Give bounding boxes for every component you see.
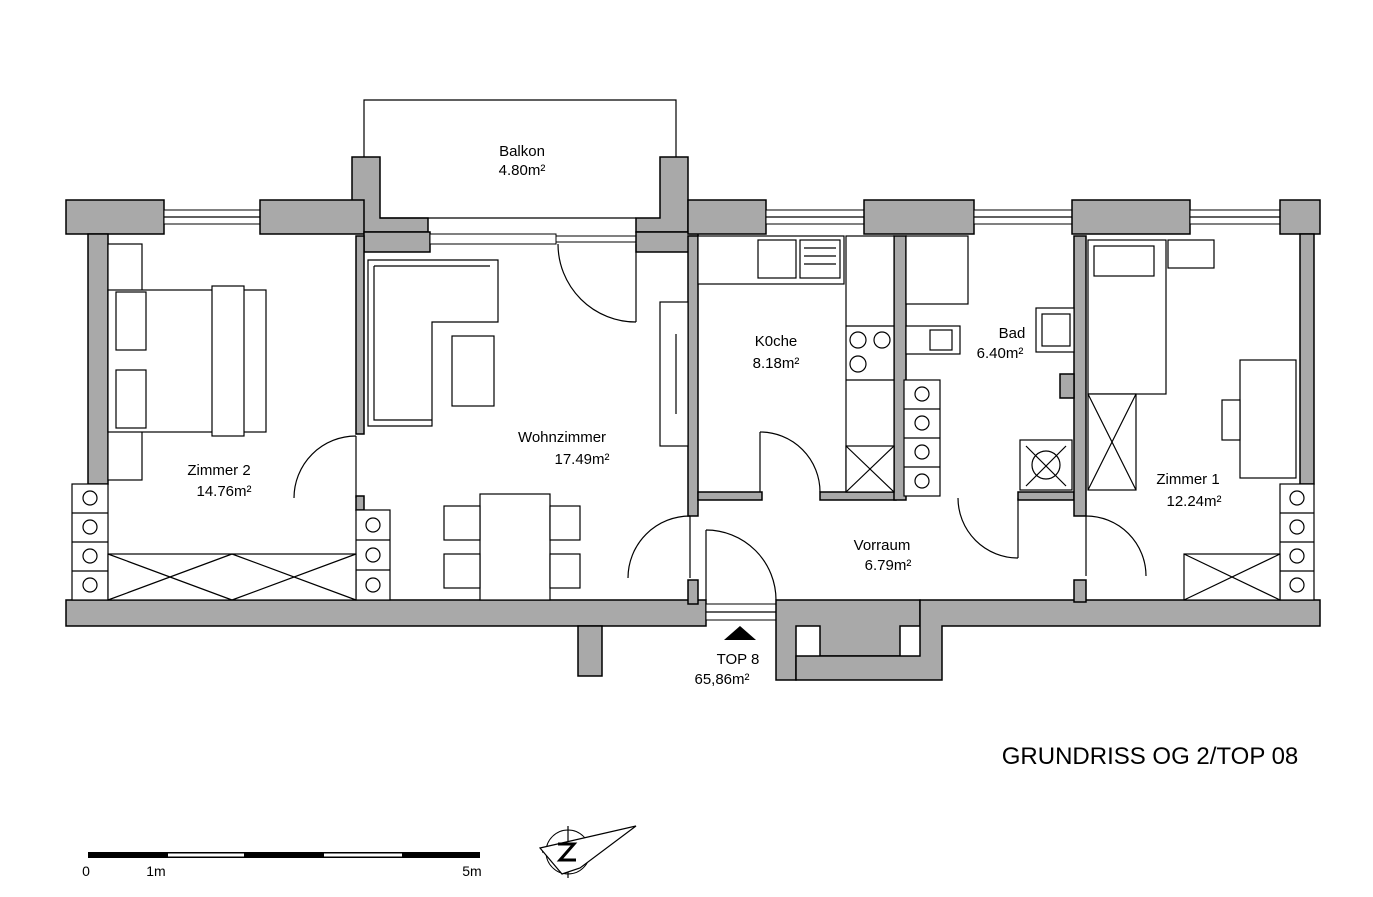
zimmer2-name: Zimmer 2 — [187, 462, 250, 479]
unit-name: TOP 8 — [717, 651, 760, 668]
vorraum-area: 6.79m² — [865, 557, 912, 574]
wohnzimmer-area: 17.49m² — [554, 451, 609, 468]
kueche-furniture — [697, 235, 895, 493]
exterior-wall-bottom — [65, 599, 1321, 681]
zimmer2-area: 14.76m² — [196, 483, 251, 500]
balkon-area: 4.80m² — [499, 162, 546, 179]
zimmer1-area: 12.24m² — [1166, 493, 1221, 510]
unit-area: 65,86m² — [694, 671, 749, 688]
balcony — [351, 99, 689, 233]
plan-title: GRUNDRISS OG 2/TOP 08 — [1002, 743, 1299, 770]
wohnzimmer-furniture — [367, 243, 691, 601]
north-arrow-icon — [538, 825, 637, 878]
bad-furniture — [905, 235, 1075, 559]
kueche-name: K0che — [755, 333, 798, 350]
entrance-triangle-icon — [724, 626, 756, 640]
vorraum-name: Vorraum — [854, 537, 911, 554]
exterior-wall-right — [1299, 233, 1315, 485]
zimmer1-name: Zimmer 1 — [1156, 471, 1219, 488]
bad-name: Bad — [999, 325, 1026, 342]
scale-bar — [88, 852, 480, 858]
zimmer1-furniture — [1085, 239, 1297, 601]
kueche-area: 8.18m² — [753, 355, 800, 372]
exterior-wall-left — [87, 233, 109, 485]
entrance-door — [705, 529, 777, 601]
scale-label-0: 0 — [82, 863, 90, 879]
bad-area: 6.40m² — [977, 345, 1024, 362]
zimmer2-furniture — [107, 243, 357, 601]
scale-label-5m: 5m — [462, 863, 481, 879]
exterior-wall-top — [65, 199, 1321, 253]
wohnzimmer-name: Wohnzimmer — [518, 429, 606, 446]
heating-shafts — [71, 379, 1315, 601]
balkon-name: Balkon — [499, 143, 545, 160]
scale-label-1m: 1m — [146, 863, 165, 879]
